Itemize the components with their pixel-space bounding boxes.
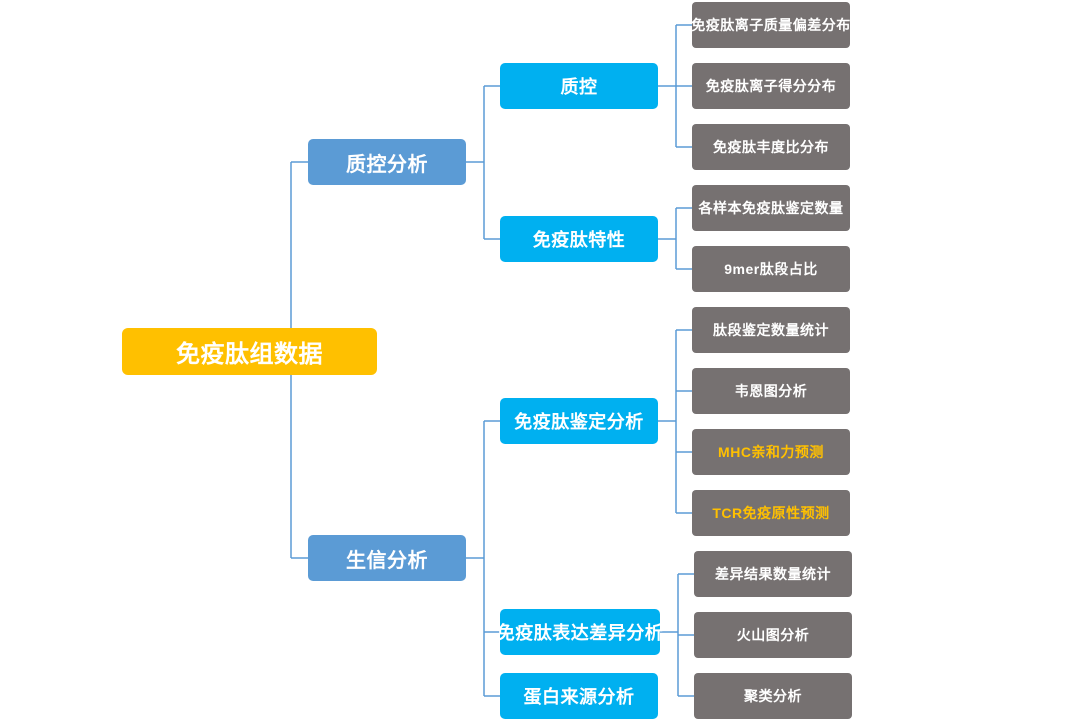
leaf-node: 免疫肽丰度比分布: [692, 124, 850, 170]
leaf-node: 韦恩图分析: [692, 368, 850, 414]
branch-node-qc-analysis: 质控分析: [308, 139, 466, 185]
branch-node-bioinfo-analysis: 生信分析: [308, 535, 466, 581]
leaf-node: 聚类分析: [694, 673, 852, 719]
leaf-node-highlighted: MHC亲和力预测: [692, 429, 850, 475]
subnode-protein-origin: 蛋白来源分析: [500, 673, 658, 719]
leaf-node: 火山图分析: [694, 612, 852, 658]
leaf-node: 差异结果数量统计: [694, 551, 852, 597]
subnode-immunopeptide-features: 免疫肽特性: [500, 216, 658, 262]
subnode-differential-expression: 免疫肽表达差异分析: [497, 609, 663, 655]
subnode-immunopeptide-identification: 免疫肽鉴定分析: [500, 398, 658, 444]
subnode-qc: 质控: [500, 63, 658, 109]
leaf-node: 免疫肽离子质量偏差分布: [691, 2, 850, 48]
root-node: 免疫肽组数据: [122, 328, 377, 375]
leaf-node: 各样本免疫肽鉴定数量: [692, 185, 850, 231]
leaf-node: 9mer肽段占比: [692, 246, 850, 292]
leaf-node-highlighted: TCR免疫原性预测: [692, 490, 850, 536]
leaf-node: 肽段鉴定数量统计: [692, 307, 850, 353]
leaf-node: 免疫肽离子得分分布: [692, 63, 850, 109]
